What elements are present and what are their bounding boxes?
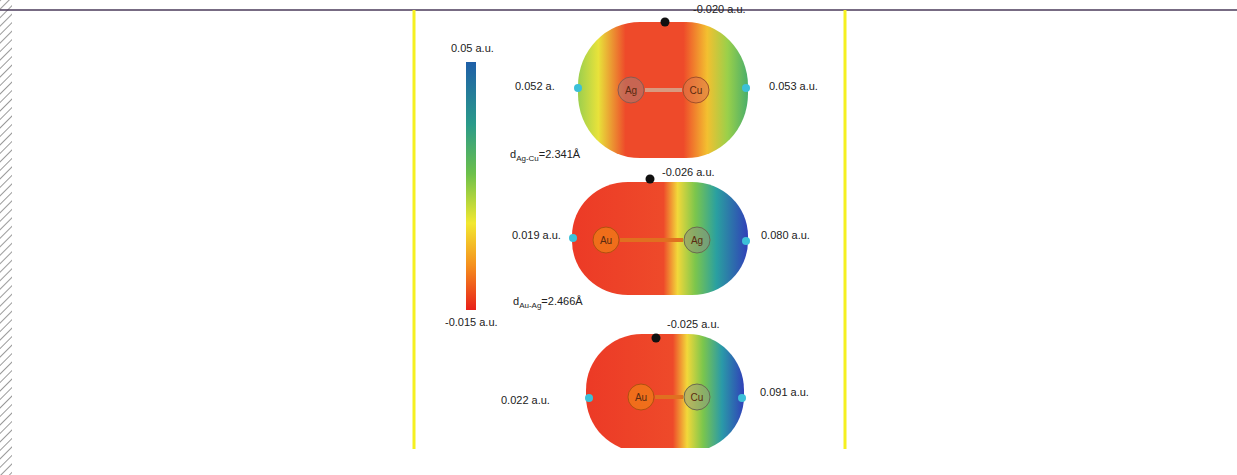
value-text: 0.091 a.u. — [760, 386, 809, 398]
maximum-point — [738, 394, 746, 402]
value-label: 0.05 a.u. — [451, 42, 494, 54]
maximum-point — [742, 84, 750, 92]
page-edge-hatch — [0, 0, 12, 475]
value-label: 0.019 a.u. — [512, 229, 561, 241]
value-text: =2.466Å — [541, 295, 582, 307]
value-text: 0.080 a.u. — [761, 229, 810, 241]
chemical-bond — [620, 238, 683, 242]
value-text: 0.022 a.u. — [501, 394, 550, 406]
atom-sphere: Ag — [683, 226, 711, 254]
minimum-point — [646, 175, 655, 184]
value-label: 0.091 a.u. — [760, 386, 809, 398]
potential-surface — [578, 22, 748, 158]
value-label: -0.015 a.u. — [445, 316, 498, 328]
atom-symbol: Au — [592, 235, 620, 246]
atom-sphere: Au — [627, 383, 655, 411]
potential-surface — [572, 182, 748, 295]
frame-edge — [844, 10, 847, 449]
value-text: -0.015 a.u. — [445, 316, 498, 328]
value-text: 0.053 a.u. — [769, 80, 818, 92]
subscript: Au-Ag — [519, 301, 541, 310]
chemical-bond — [655, 395, 683, 399]
value-label: dAu-Ag=2.466Å — [513, 295, 583, 310]
value-label: -0.026 a.u. — [662, 166, 715, 178]
atom-sphere: Cu — [683, 383, 711, 411]
atom-circle — [683, 77, 709, 103]
atom-symbol: Ag — [617, 85, 645, 96]
color-bar — [466, 62, 476, 310]
atom-circle — [628, 384, 654, 410]
value-text: -0.026 a.u. — [662, 166, 715, 178]
frame-edge — [413, 10, 416, 449]
value-text: 0.052 a. — [515, 80, 555, 92]
value-text: -0.020 a.u. — [693, 3, 746, 15]
value-label: 0.080 a.u. — [761, 229, 810, 241]
top-rule — [0, 9, 1237, 11]
atom-circle — [684, 227, 710, 253]
maximum-point — [742, 237, 750, 245]
value-text: =2.341Å — [539, 148, 580, 160]
maximum-point — [569, 234, 577, 242]
minimum-point — [661, 18, 670, 27]
atom-circle — [593, 227, 619, 253]
value-text: -0.025 a.u. — [667, 318, 720, 330]
atom-sphere: Cu — [682, 76, 710, 104]
value-text: 0.019 a.u. — [512, 229, 561, 241]
chemical-bond — [645, 88, 682, 92]
atom-symbol: Cu — [683, 392, 711, 403]
atom-symbol: Au — [627, 392, 655, 403]
value-label: -0.025 a.u. — [667, 318, 720, 330]
potential-surface — [586, 334, 744, 448]
value-text: d — [513, 295, 519, 307]
atom-sphere: Ag — [617, 76, 645, 104]
value-label: 0.052 a. — [515, 80, 555, 92]
value-label: -0.020 a.u. — [693, 3, 746, 15]
value-label: dAg-Cu=2.341Å — [510, 148, 580, 163]
value-label: 0.053 a.u. — [769, 80, 818, 92]
maximum-point — [574, 84, 582, 92]
value-text: d — [510, 148, 516, 160]
atom-circle — [684, 384, 710, 410]
atom-symbol: Ag — [683, 235, 711, 246]
maximum-point — [585, 394, 593, 402]
atom-symbol: Cu — [682, 85, 710, 96]
value-label: 0.022 a.u. — [501, 394, 550, 406]
subscript: Ag-Cu — [516, 154, 539, 163]
minimum-point — [652, 334, 661, 343]
atom-circle — [618, 77, 644, 103]
atom-sphere: Au — [592, 226, 620, 254]
value-text: 0.05 a.u. — [451, 42, 494, 54]
